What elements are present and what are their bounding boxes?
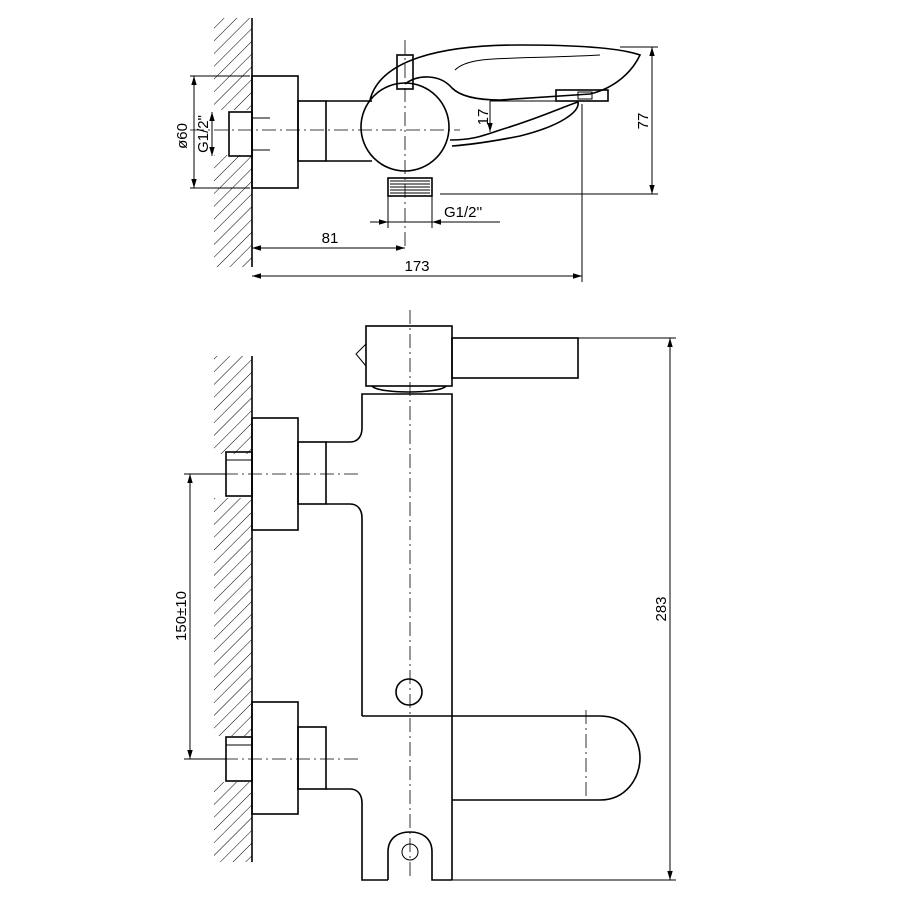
dimension-height-top: 77 [440,46,658,195]
wall-flange-top [251,75,299,189]
dim-label-centers: 150±10 [173,591,190,641]
dimension-flange-diameter: ø60 [174,75,250,189]
top-view: ø60 G1/2" 17 77 G1/2'' [174,18,658,282]
eccentric-connector-top [297,100,327,162]
front-view: 150±10 283 [173,310,676,881]
connector-upper [297,441,327,505]
wall-flange-lower [251,701,299,815]
dimension-outlet-thread: G1/2'' [370,196,500,228]
dim-label-flange-diameter: ø60 [174,123,191,149]
diverter-knob [395,678,423,706]
dim-label-flow-gap: 17 [475,109,492,126]
dim-label-height-front: 283 [653,596,670,621]
mixer-body-front [326,393,453,881]
spout-front [362,715,641,801]
dim-label-length: 173 [404,258,429,275]
spout-top [449,100,579,147]
dimension-centers: 150±10 [173,473,226,760]
connector-lower [297,726,327,790]
dimension-length: 173 [252,104,583,282]
dimension-inlet-thread: G1/2" [195,112,215,156]
inlet-fitting-top [228,111,270,157]
hose-outlet-front [387,831,452,881]
wall-front [214,356,253,862]
dimension-height-front: 283 [452,337,676,881]
wall-top [214,18,253,267]
lever-handle-top [369,44,642,101]
dimension-offset: 81 [252,230,405,251]
cartridge-cap-front [355,325,579,393]
mixer-body-top [326,100,372,162]
dim-label-height-top: 77 [635,113,652,130]
outlet-thread-top [387,177,433,197]
spout-tip-top [555,89,609,102]
dimension-flow-gap: 17 [475,100,560,132]
dim-label-offset: 81 [322,230,339,247]
dim-label-outlet-thread: G1/2'' [444,204,482,221]
dim-label-inlet-thread: G1/2" [195,115,212,153]
